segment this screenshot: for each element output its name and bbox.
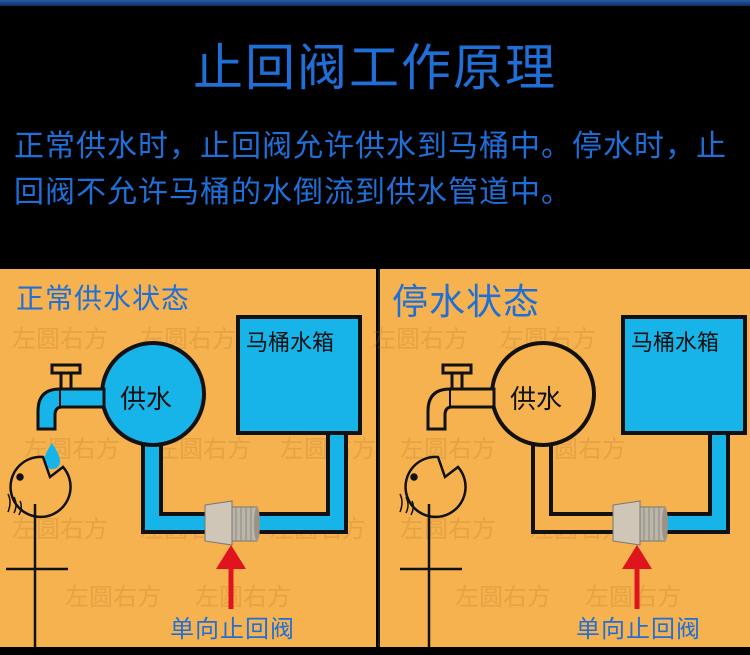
page-title: 止回阀工作原理 [193, 39, 557, 97]
faucet-icon [36, 363, 106, 431]
top-accent-bar [0, 0, 750, 6]
stick-figure-icon [6, 455, 72, 649]
supply-label: 供水 [510, 385, 563, 415]
toilet-tank [236, 315, 362, 435]
panel-water-stopped: 左圆右方 左圆右方 左圆右方 左圆右方 左圆右方 左圆右方 左圆右方 左圆右方 [372, 269, 750, 649]
valve-label: 单向止回阀 [170, 615, 295, 643]
arrow-up-icon [622, 545, 652, 609]
panel-normal-supply: 左圆右方 左圆右方 左圆右方 左圆右方 左圆右方 左圆右方 左圆右方 左圆右方 … [0, 269, 376, 649]
tank-label: 马桶水箱 [246, 331, 335, 356]
supply-label: 供水 [120, 385, 173, 415]
valve-label: 单向止回阀 [576, 615, 701, 643]
panel-title: 正常供水状态 [16, 282, 191, 315]
water-stopped-diagram [399, 315, 747, 649]
bottom-bar [0, 647, 750, 655]
description-text: 正常供水时，止回阀允许供水到马桶中。停水时，止回阀不允许马桶的水倒流到供水管道中… [14, 129, 727, 210]
stick-figure-icon [399, 455, 467, 649]
normal-supply-diagram [6, 315, 362, 649]
water-drop-icon [44, 443, 60, 469]
tank-label: 马桶水箱 [631, 331, 720, 356]
panel-title: 停水状态 [392, 282, 541, 323]
toilet-tank [621, 315, 747, 435]
check-valve-icon [204, 500, 260, 546]
faucet-icon [426, 363, 496, 431]
arrow-up-icon [216, 545, 246, 609]
check-valve-icon [612, 500, 668, 546]
